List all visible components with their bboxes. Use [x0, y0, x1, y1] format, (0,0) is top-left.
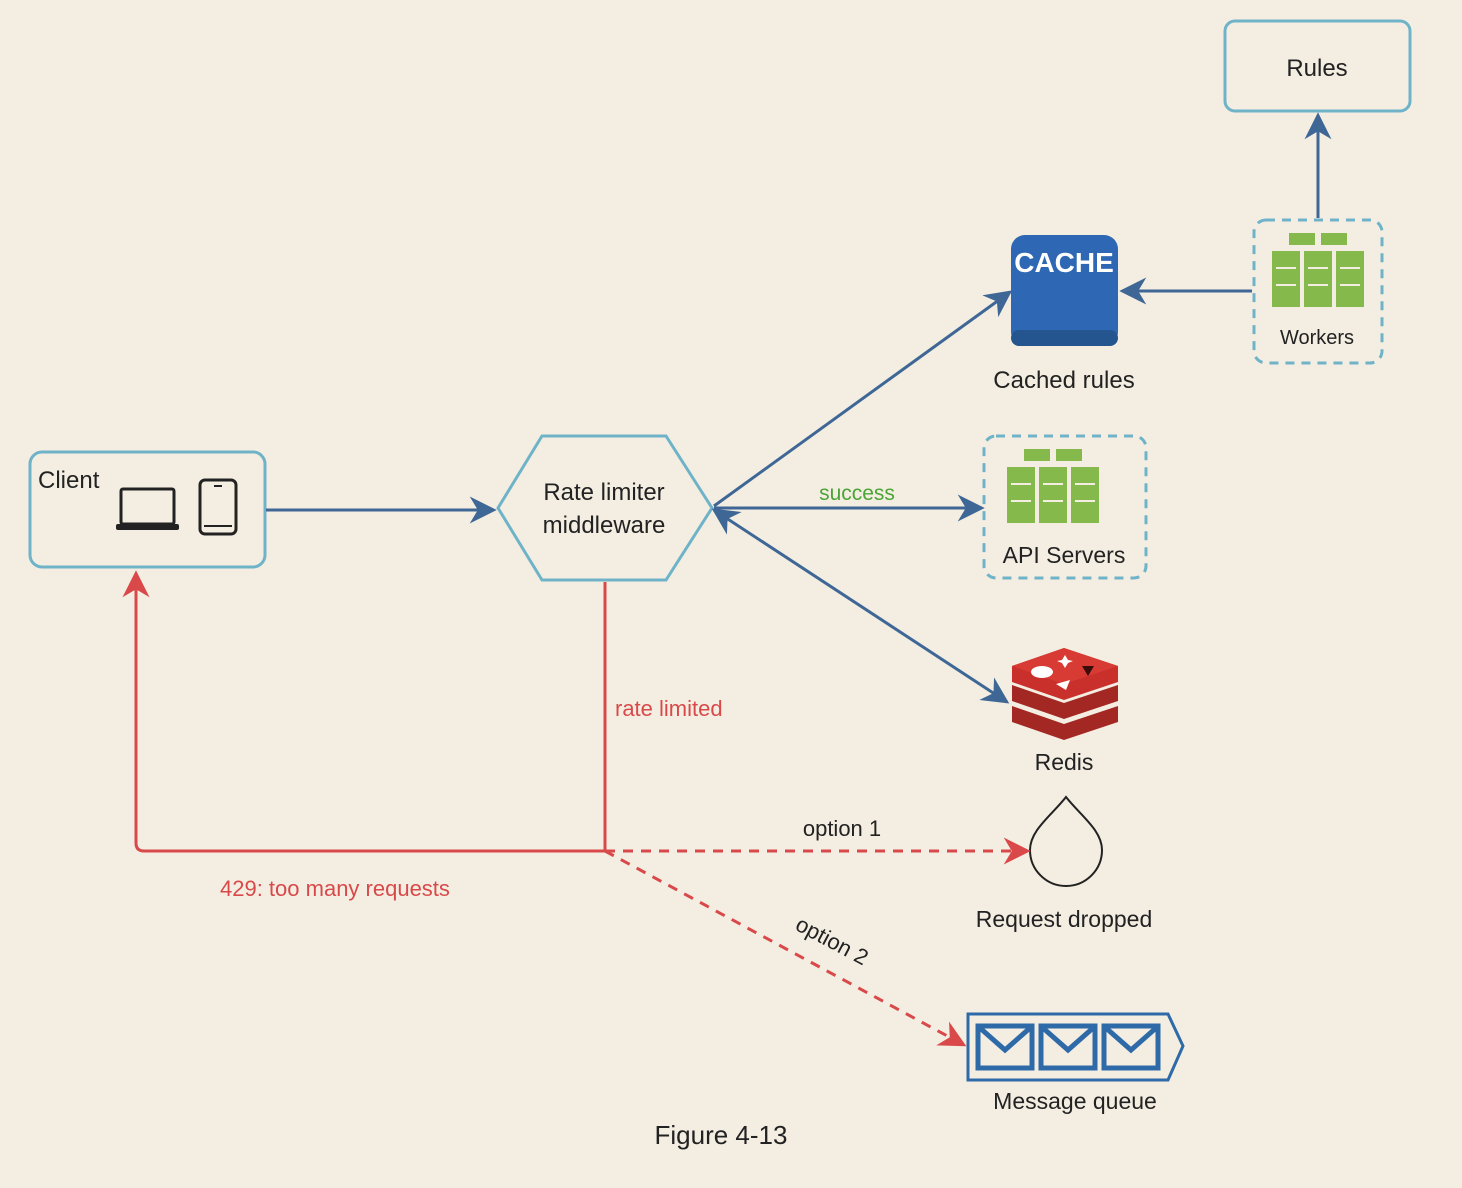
arrow-429-to-client	[122, 570, 605, 853]
envelope-icon	[1038, 1023, 1098, 1071]
red-connectors	[122, 570, 1031, 1047]
option2-label: option 2	[792, 911, 873, 970]
rate-limited-label: rate limited	[615, 696, 723, 721]
client-label: Client	[38, 467, 100, 494]
tablet-icon	[198, 478, 238, 536]
success-label: success	[819, 482, 895, 505]
redis-icon	[1012, 648, 1118, 740]
request-dropped-node: Request dropped	[976, 795, 1152, 932]
api-servers-label: API Servers	[1003, 542, 1126, 568]
drop-icon	[1028, 795, 1104, 887]
message-queue-label: Message queue	[993, 1088, 1157, 1114]
too-many-requests-label: 429: too many requests	[220, 876, 450, 901]
rules-node: Rules	[1223, 19, 1412, 113]
laptop-icon	[116, 487, 179, 530]
cache-icon-text: CACHE	[1014, 247, 1114, 278]
blue-connectors	[266, 112, 1332, 704]
arrow-limiter-to-cache	[713, 290, 1013, 508]
figure-caption: Figure 4-13	[655, 1120, 788, 1150]
rate-limiter-node: Rate limiter middleware	[496, 434, 714, 582]
envelope-icon	[975, 1023, 1035, 1071]
option1-label: option 1	[803, 816, 881, 841]
request-dropped-label: Request dropped	[976, 906, 1152, 932]
redis-node: Redis	[1012, 648, 1118, 775]
rate-limiter-label-line2: middleware	[543, 512, 666, 539]
api-servers-node: API Servers	[982, 434, 1148, 580]
message-queue-node: Message queue	[966, 1012, 1185, 1114]
server-icon	[1272, 233, 1364, 307]
workers-label: Workers	[1280, 327, 1354, 349]
envelope-icon	[1101, 1023, 1161, 1071]
redis-label: Redis	[1035, 749, 1094, 775]
arrow-limiter-redis	[711, 508, 1010, 704]
rules-label: Rules	[1286, 55, 1347, 82]
rate-limiter-label-line1: Rate limiter	[543, 479, 664, 506]
arrow-option2	[604, 849, 967, 1047]
workers-node: Workers	[1252, 218, 1384, 365]
cache-caption: Cached rules	[993, 367, 1134, 394]
client-node: Client	[28, 450, 267, 569]
server-icon	[1007, 449, 1099, 523]
cache-node: CACHE Cached rules	[993, 235, 1135, 394]
